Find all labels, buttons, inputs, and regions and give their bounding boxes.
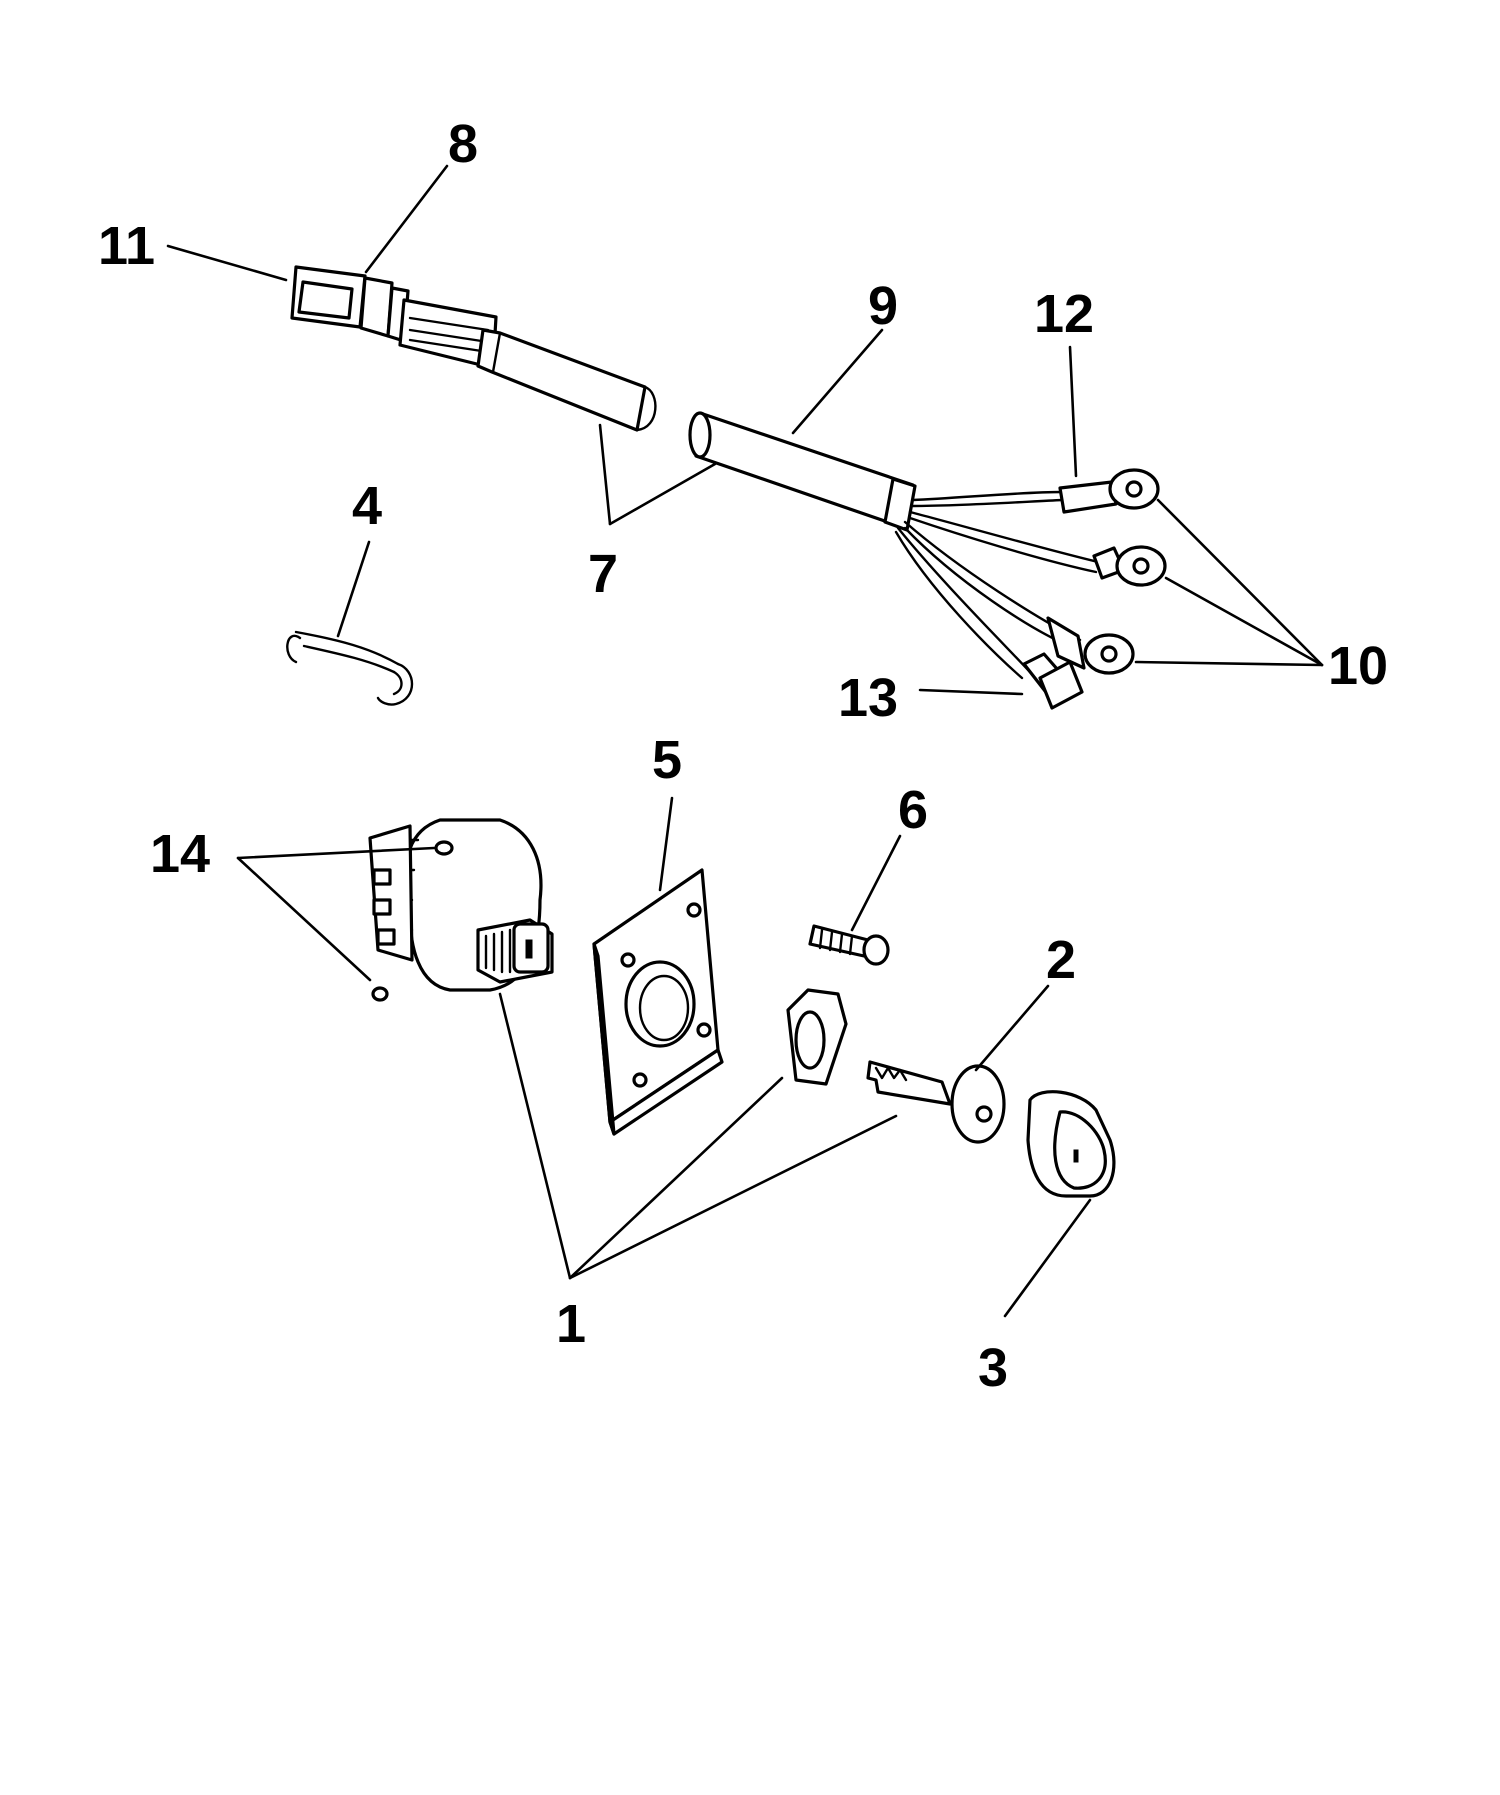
switch-screw-top (434, 840, 454, 856)
callout-10: 10 (1328, 636, 1388, 696)
callout-12: 12 (1034, 284, 1094, 344)
harness-sheath-right (688, 411, 917, 532)
callout-14: 14 (150, 824, 210, 884)
leader-11 (166, 244, 288, 282)
callout-4: 4 (352, 476, 382, 536)
harness-connector-plug (290, 265, 498, 370)
callout-11: 11 (98, 216, 155, 276)
ignition-switch (368, 818, 554, 992)
callout-7: 7 (588, 544, 618, 604)
leader-13 (918, 688, 1024, 696)
callout-1: 1 (556, 1294, 586, 1354)
leader-7b (608, 462, 717, 526)
ring-terminal-middle (1092, 545, 1167, 587)
leader-1b (568, 1076, 784, 1280)
leader-10a (1156, 498, 1324, 667)
switch-screw-bottom (371, 986, 389, 1002)
leader-5 (658, 796, 674, 892)
leader-4 (336, 540, 371, 638)
callout-13: 13 (838, 668, 898, 728)
leader-3 (1003, 1198, 1092, 1318)
screw (808, 924, 890, 966)
ignition-key (866, 1060, 1006, 1144)
bullet-terminal (1022, 652, 1084, 710)
leader-lines (166, 164, 1324, 1318)
harness-sheath-left (476, 328, 657, 432)
ring-terminal-bottom (1046, 616, 1135, 675)
leader-1c (568, 1114, 898, 1280)
leader-14b (236, 856, 372, 982)
callout-9: 9 (868, 276, 898, 336)
leader-7a (598, 423, 612, 526)
callout-2: 2 (1046, 930, 1076, 990)
callout-5: 5 (652, 730, 682, 790)
leader-1a (498, 992, 572, 1280)
mounting-plate (592, 868, 724, 1136)
leader-10c (1134, 660, 1324, 667)
callout-6: 6 (898, 780, 928, 840)
hex-nut (786, 988, 848, 1086)
key-cover (1026, 1090, 1116, 1198)
leader-14a (236, 846, 436, 860)
leader-6 (850, 834, 902, 932)
ring-terminal-top (1058, 468, 1160, 514)
callout-8: 8 (448, 114, 478, 174)
retainer-clip (286, 630, 414, 706)
leader-2 (974, 984, 1050, 1072)
callout-labels: 11 8 9 12 4 7 10 13 5 6 14 2 1 3 (98, 114, 1388, 1398)
leader-12 (1068, 345, 1078, 478)
leader-10b (1164, 576, 1324, 667)
leader-9 (791, 328, 884, 435)
leader-8 (364, 164, 449, 274)
callout-3: 3 (978, 1338, 1008, 1398)
